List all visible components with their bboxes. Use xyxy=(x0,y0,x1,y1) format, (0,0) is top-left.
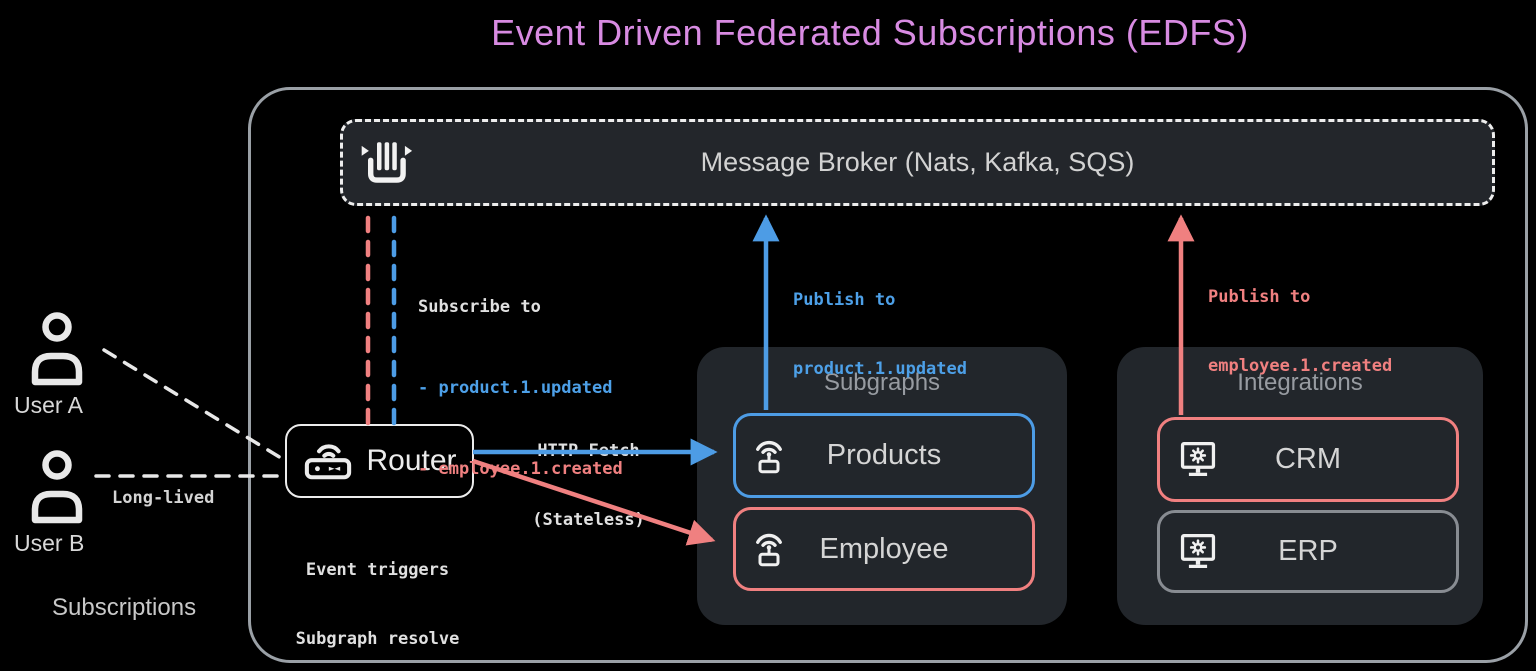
user-b-label: User B xyxy=(14,530,85,556)
user-b-icon xyxy=(28,448,86,526)
subgraphs-title: Subgraphs xyxy=(823,369,941,396)
subgraphs-panel: Subgraphs Products xyxy=(697,347,1067,625)
erp-box: ERP xyxy=(1157,510,1459,593)
publish-product-line1: Publish to xyxy=(793,290,896,310)
message-broker-label: Message Broker (Nats, Kafka, SQS) xyxy=(700,147,1135,177)
monitor-gear-icon xyxy=(1178,532,1218,572)
router-box: Router xyxy=(285,424,474,498)
publish-employee-line1: Publish to xyxy=(1208,287,1311,307)
integrations-panel: Integrations CRM xyxy=(1117,347,1483,625)
employee-label: Employee xyxy=(819,532,949,565)
subscribe-topic-product: - product.1.updated xyxy=(418,378,613,398)
publish-employee-line2: employee.1.created xyxy=(1208,356,1393,376)
broadcast-icon xyxy=(754,530,784,568)
crm-box: CRM xyxy=(1157,417,1459,502)
router-label: Router xyxy=(366,444,457,477)
products-label: Products xyxy=(826,439,942,471)
long-lived-label: Long-lived xyxy=(112,488,215,508)
user-a-label: User A xyxy=(14,392,84,418)
message-broker-box: Message Broker (Nats, Kafka, SQS) xyxy=(340,119,1495,206)
user-a-icon xyxy=(28,310,86,388)
subscribe-heading: Subscribe to xyxy=(418,297,541,317)
integrations-title: Integrations xyxy=(1237,369,1363,396)
monitor-gear-icon xyxy=(1178,440,1218,480)
publish-employee-annotation: Publish to employee.1.created xyxy=(1208,240,1392,424)
http-fetch-annotation: HTTP Fetch (Stateless) xyxy=(506,394,671,578)
event-triggers-annotation: Event triggers Subgraph resolve xyxy=(295,513,460,671)
publish-product-line2: product.1.updated xyxy=(793,359,967,379)
event-triggers-line2: Subgraph resolve xyxy=(295,629,460,649)
erp-label: ERP xyxy=(1278,535,1338,567)
diagram-title: Event Driven Federated Subscriptions (ED… xyxy=(491,12,1249,53)
message-queue-icon xyxy=(359,140,413,186)
crm-label: CRM xyxy=(1274,443,1342,475)
products-subgraph-box: Products xyxy=(733,413,1035,498)
router-icon xyxy=(302,439,354,483)
publish-product-annotation: Publish to product.1.updated xyxy=(793,243,967,427)
http-fetch-line2: (Stateless) xyxy=(532,510,645,530)
http-fetch-line1: HTTP Fetch xyxy=(537,441,640,461)
broadcast-icon xyxy=(754,437,784,475)
event-triggers-line1: Event triggers xyxy=(305,560,450,580)
employee-subgraph-box: Employee xyxy=(733,507,1035,591)
subscriptions-label: Subscriptions xyxy=(52,594,197,621)
